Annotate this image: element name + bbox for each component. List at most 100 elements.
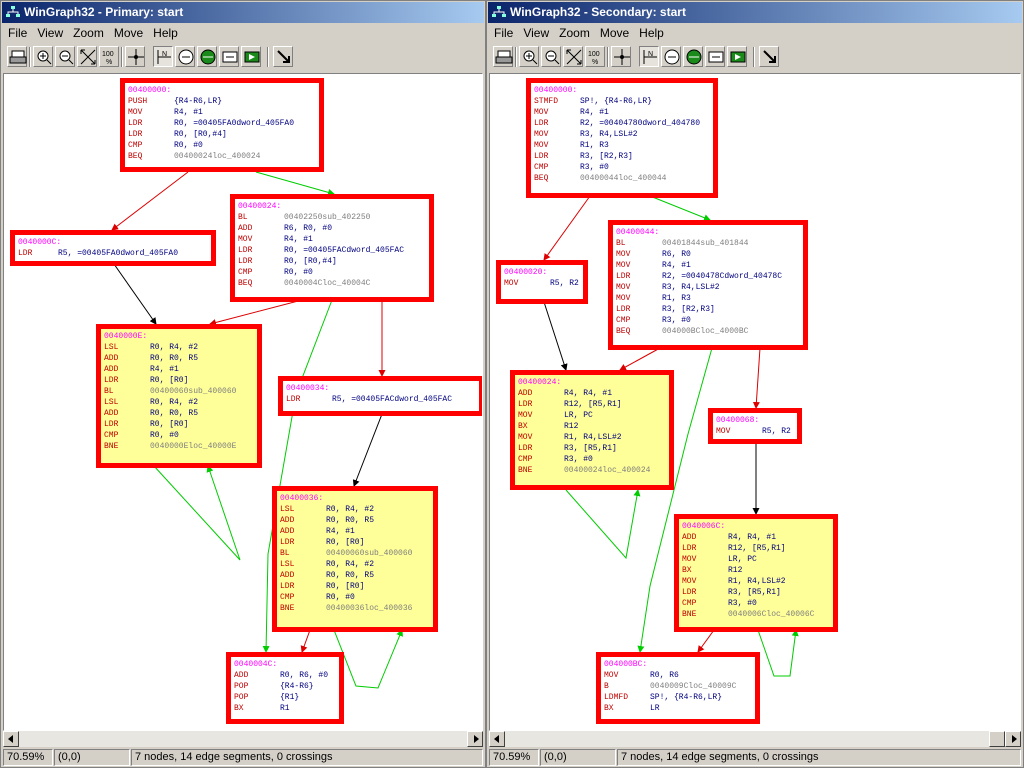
horizontal-scrollbar[interactable] [489,731,1021,747]
print-button[interactable] [7,46,27,67]
instruction-operand: R12, [R5,R1] [564,400,622,409]
status-coordinates: (0,0) [54,749,130,766]
layout-button[interactable] [197,46,217,67]
edge-loop [565,489,641,560]
app-logo-icon [492,6,506,17]
zoom-100-button[interactable]: 100% [99,46,119,67]
zoom-fit-button[interactable] [563,46,583,67]
menu-move[interactable]: Move [113,26,144,40]
menu-view[interactable]: View [523,26,550,40]
instruction-mnemonic: MOV [518,411,533,420]
next-button[interactable] [727,46,747,67]
node-move-button[interactable]: N [153,46,173,67]
instruction-mnemonic: MOV [616,283,631,292]
jump-button[interactable] [273,46,293,67]
zoom-out-button[interactable] [55,46,75,67]
instruction-mnemonic: LDMFD [604,693,629,702]
scroll-left-button[interactable] [489,731,505,747]
instruction-mnemonic: MOV [238,235,253,244]
title-bar[interactable]: WinGraph32 - Primary: start [2,2,484,23]
instruction-mnemonic: CMP [534,163,549,172]
scroll-thumb[interactable] [989,731,1005,747]
print-button[interactable] [493,46,513,67]
center-button[interactable] [125,46,145,67]
instruction-operand: R12 [564,422,579,431]
svg-text:100: 100 [588,51,600,58]
svg-text:100: 100 [102,51,114,58]
scroll-right-button[interactable] [467,731,483,747]
refresh-button[interactable] [705,46,725,67]
instruction-mnemonic: BL [104,387,114,396]
next-button[interactable] [241,46,261,67]
menu-file[interactable]: File [494,26,514,40]
instruction-mnemonic: LDR [518,400,533,409]
instruction-mnemonic: BNE [104,442,119,451]
menu-zoom[interactable]: Zoom [73,26,104,40]
menu-help[interactable]: Help [639,26,664,40]
graph-button[interactable] [661,46,681,67]
title-bar[interactable]: WinGraph32 - Secondary: start [488,2,1022,23]
zoom-out-button[interactable] [541,46,561,67]
menu-zoom[interactable]: Zoom [559,26,590,40]
scroll-left-button[interactable] [3,731,19,747]
instruction-operand: R0, [R0,#4] [284,257,337,266]
menu-view[interactable]: View [37,26,64,40]
center-button[interactable] [611,46,631,67]
instruction-mnemonic: MOV [604,671,619,680]
instruction-mnemonic: PUSH [128,97,148,106]
horizontal-scrollbar[interactable] [3,731,483,747]
instruction-mnemonic: ADD [104,354,119,363]
instruction-mnemonic: CMP [616,316,631,325]
graph-button[interactable] [175,46,195,67]
instruction-mnemonic: BX [518,422,528,431]
secondary-window: WinGraph32 - Secondary: start File View Zo… [486,0,1024,768]
menu-move[interactable]: Move [599,26,630,40]
menu-help[interactable]: Help [153,26,178,40]
layout-button[interactable] [683,46,703,67]
next-icon [730,51,746,63]
instruction-mnemonic: B [604,682,609,691]
instruction-mnemonic: POP [234,693,249,702]
instruction-operand: R0, =00405FA0dword_405FA0 [174,119,295,128]
jump-button[interactable] [759,46,779,67]
zoom-100-button[interactable]: 100% [585,46,605,67]
menu-file[interactable]: File [8,26,28,40]
block-address: 004000BC: [604,660,648,669]
refresh-button[interactable] [219,46,239,67]
zoom-in-button[interactable] [33,46,53,67]
node-move-button[interactable]: N [639,46,659,67]
instruction-mnemonic: ADD [104,409,119,418]
zoom-in-button[interactable] [519,46,539,67]
instruction-mnemonic: MOV [682,555,697,564]
toolbar-separator [267,47,269,67]
scroll-right-button[interactable] [1005,731,1021,747]
zoom-fit-button[interactable] [77,46,97,67]
instruction-operand: R0, R4, #2 [326,560,375,569]
jump-icon [277,50,290,63]
